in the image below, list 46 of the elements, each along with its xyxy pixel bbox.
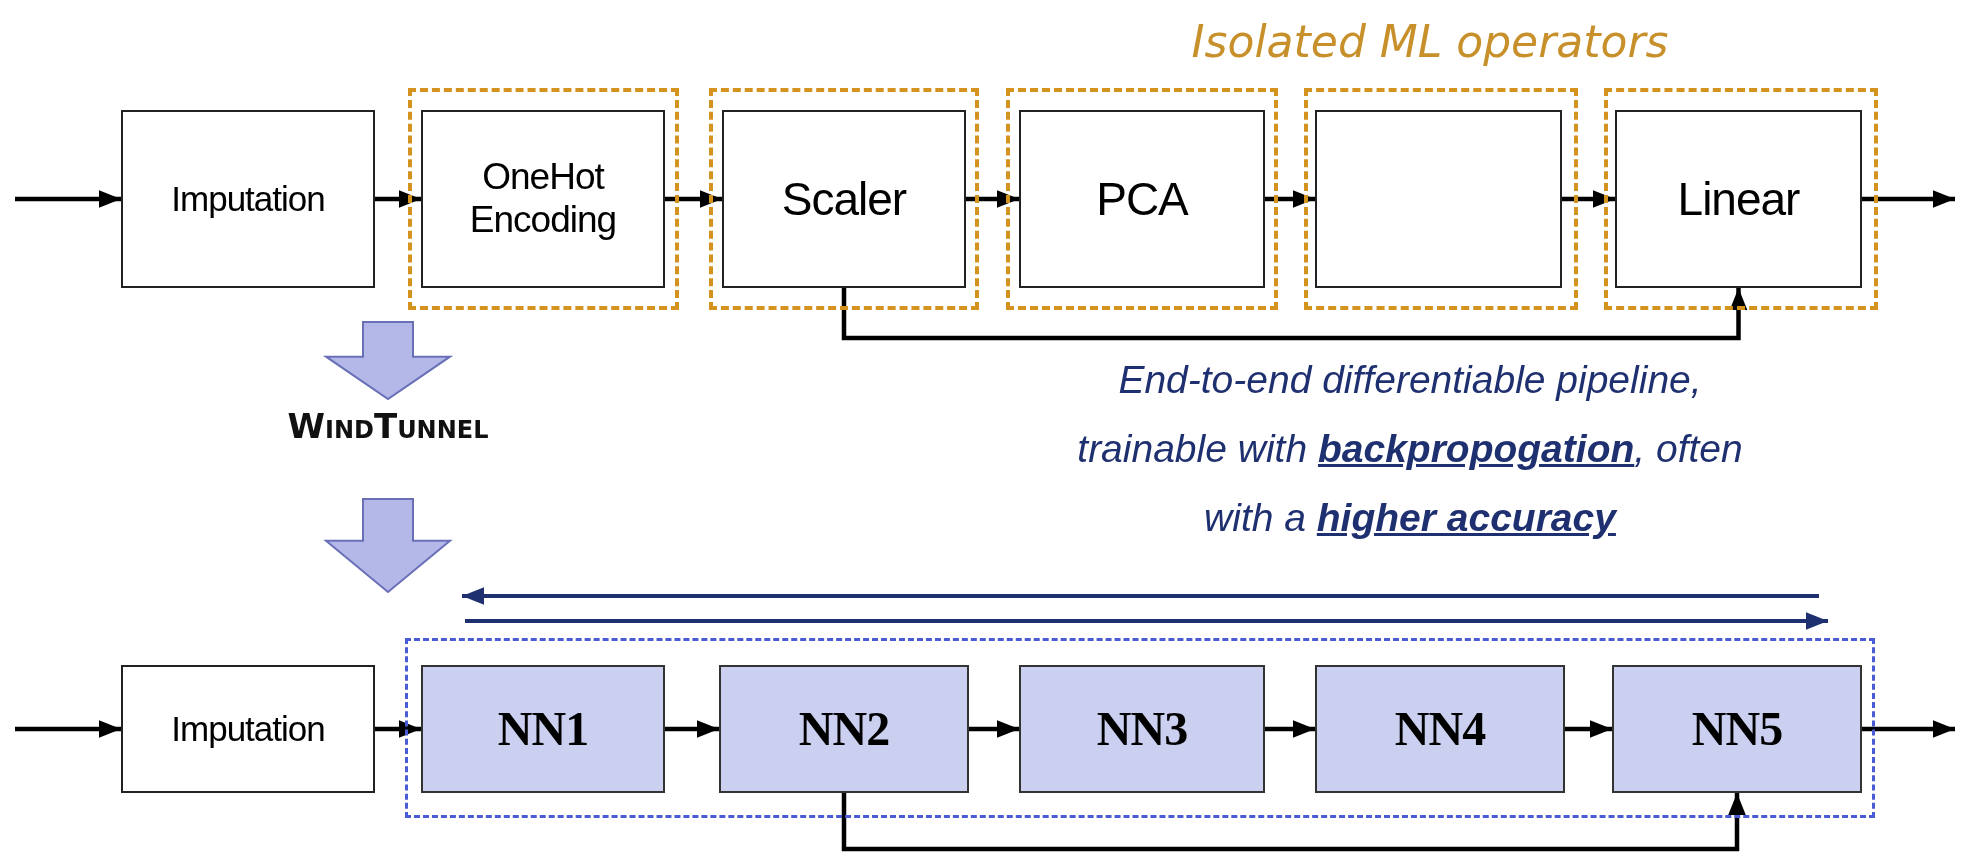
arrow (1862, 720, 1955, 738)
process-box (121, 665, 375, 793)
node-label: NN4 (1393, 701, 1487, 757)
process-box (1612, 665, 1862, 793)
process-box (121, 110, 375, 288)
step-label: WindTunnel (286, 405, 490, 448)
dashed-group-box (408, 88, 679, 310)
node-label: OneHot Encoding (468, 156, 618, 242)
dashed-group-box (1604, 88, 1878, 310)
arrow (969, 720, 1019, 738)
arrow (665, 720, 719, 738)
arrow (1265, 720, 1315, 738)
dashed-group-box (405, 638, 1875, 818)
arrow (841, 793, 1746, 852)
process-box (1019, 110, 1265, 288)
dashed-group-box (1006, 88, 1278, 310)
group-caption: Isolated ML operators (1190, 15, 1670, 69)
dashed-group-box (1304, 88, 1578, 310)
arrow (15, 190, 121, 208)
arrow (375, 720, 421, 738)
process-box (719, 665, 969, 793)
process-box (421, 665, 665, 793)
node-label: NN1 (496, 701, 590, 757)
process-box (1615, 110, 1862, 288)
node-label: NN3 (1095, 701, 1189, 757)
arrow (1562, 190, 1615, 208)
arrow (375, 190, 421, 208)
arrow (1565, 720, 1612, 738)
dashed-group-box (709, 88, 979, 310)
process-box (1019, 665, 1265, 793)
node-label: NN2 (797, 701, 891, 757)
arrow (15, 720, 121, 738)
node-label: Scaler (780, 172, 908, 226)
process-box (421, 110, 665, 288)
process-box (1315, 665, 1565, 793)
arrow (1265, 190, 1315, 208)
node-label: Imputation (170, 178, 326, 220)
node-label: PCA (1095, 172, 1190, 226)
arrow (1862, 190, 1955, 208)
arrow (841, 288, 1748, 341)
note-text: End-to-end differentiable pipeline, trainable with backpropogation, often with a higher accuracy (1076, 357, 1744, 541)
node-label: NN5 (1690, 701, 1784, 757)
empty-box (1315, 110, 1562, 288)
process-box (722, 110, 966, 288)
node-label: Linear (1676, 172, 1801, 226)
node-label: Imputation (170, 708, 326, 750)
